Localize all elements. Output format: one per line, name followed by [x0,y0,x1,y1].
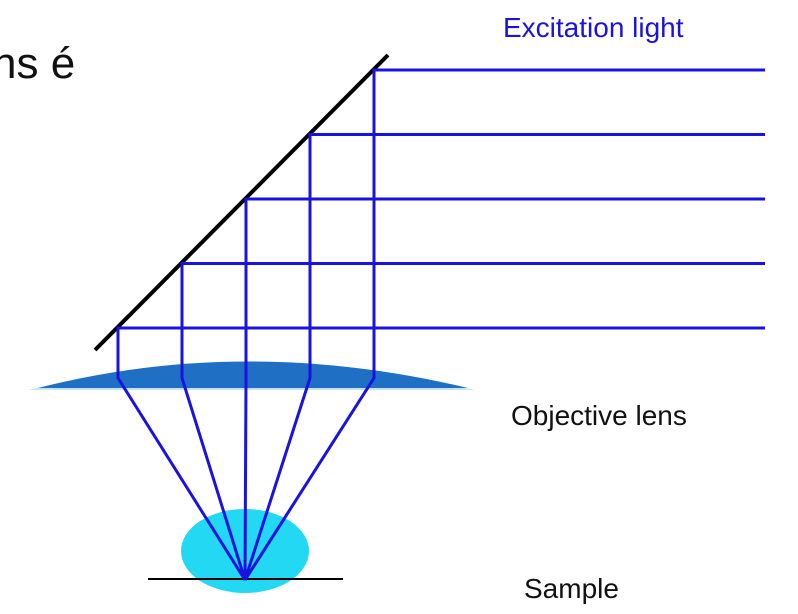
excitation-beam-5 [243,68,765,581]
excitation-beam-3 [243,197,765,581]
cut-off-text-fragment: ns é [0,39,76,88]
excitation-beam-2 [180,262,765,581]
dichroic-mirror [93,53,390,352]
excitation-light-label: Excitation light [503,12,684,43]
objective-lens-label: Objective lens [511,400,687,431]
objective-lens [38,361,468,388]
excitation-beam-1 [116,326,765,581]
excitation-beams [116,68,765,581]
excitation-beam-4 [243,133,765,581]
sample-label: Sample [524,573,619,604]
